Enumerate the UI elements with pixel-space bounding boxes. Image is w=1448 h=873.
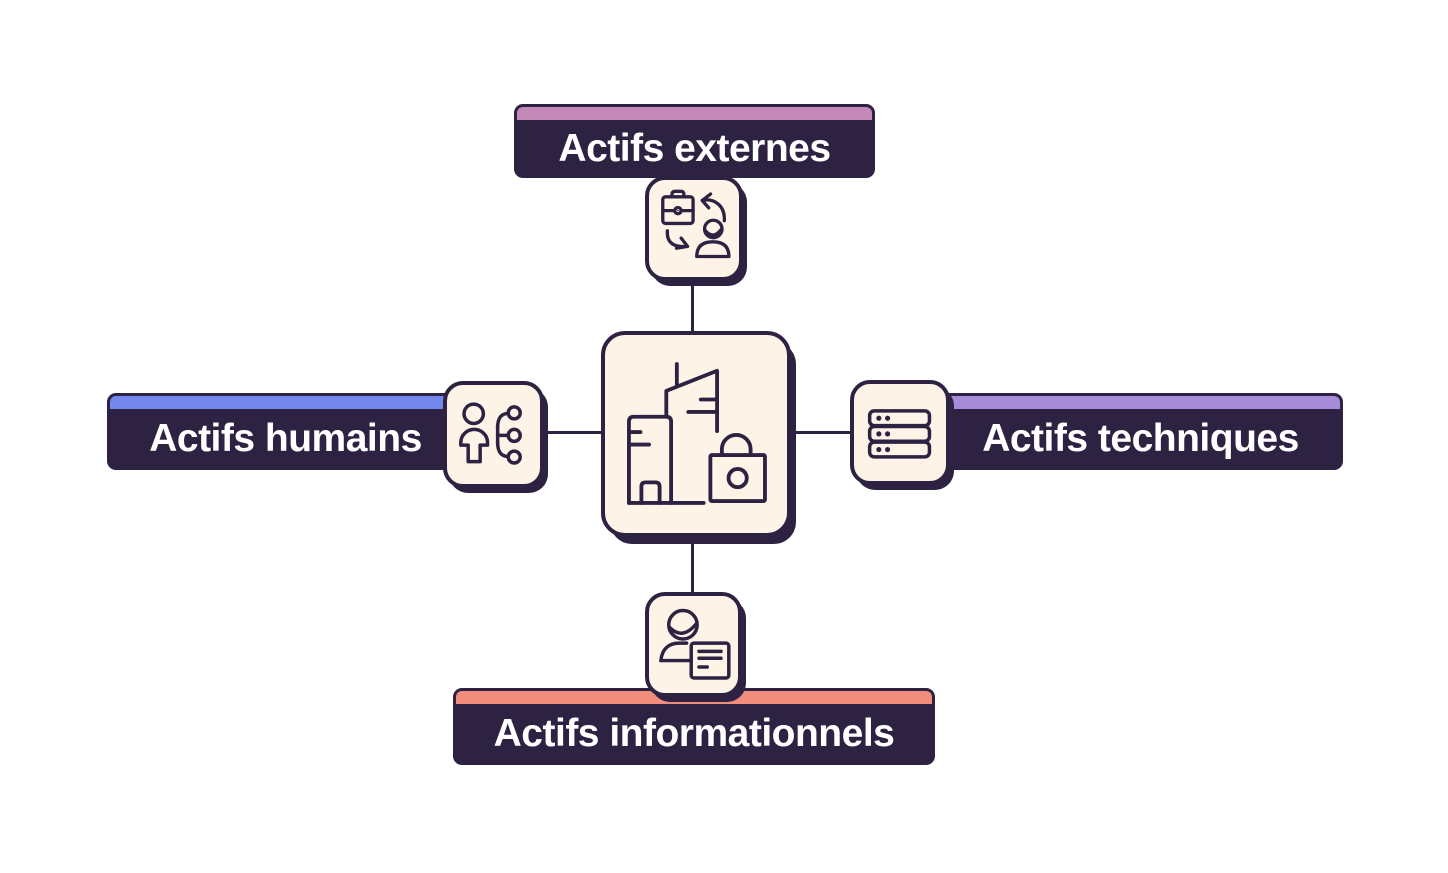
building-lock-icon xyxy=(601,331,791,537)
label-text-techniques: Actifs techniques xyxy=(982,417,1299,460)
partner-exchange-icon xyxy=(645,176,743,281)
server-stack-icon xyxy=(850,380,950,485)
label-text-externes: Actifs externes xyxy=(558,126,831,170)
accent-bar-humains xyxy=(110,396,461,409)
connector-right xyxy=(789,431,852,434)
accent-bar-techniques xyxy=(941,396,1340,409)
connector-left xyxy=(542,431,603,434)
person-document-icon xyxy=(645,592,742,697)
accent-bar-informationnels xyxy=(456,691,932,704)
label-actifs-externes: Actifs externes xyxy=(514,104,875,178)
label-text-humains: Actifs humains xyxy=(149,417,422,460)
person-hierarchy-icon xyxy=(443,381,544,488)
label-actifs-humains: Actifs humains xyxy=(107,393,464,470)
label-actifs-informationnels: Actifs informationnels xyxy=(453,688,935,765)
accent-bar-externes xyxy=(517,107,872,120)
label-actifs-techniques: Actifs techniques xyxy=(938,393,1343,470)
connector-bottom xyxy=(691,537,694,594)
label-text-informationnels: Actifs informationnels xyxy=(493,712,895,755)
connector-top xyxy=(691,281,694,333)
